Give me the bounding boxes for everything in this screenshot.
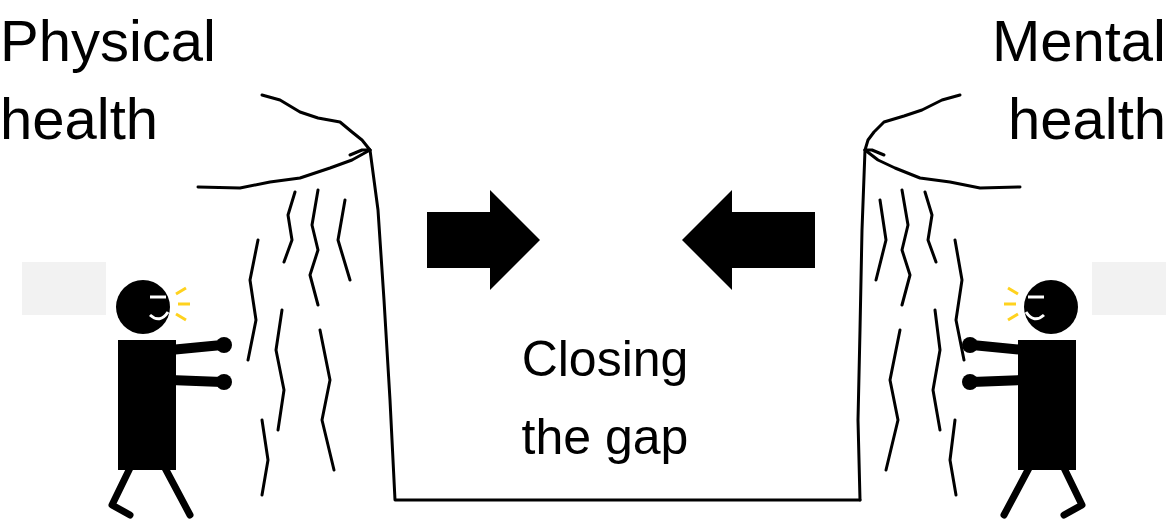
climber-figure [112,280,232,515]
block-arrow [682,190,815,290]
side-heading: Physical health [0,2,300,158]
right-cliff [858,95,1020,500]
grey-bar [22,262,106,315]
grey-bar [1092,262,1166,315]
center-caption: Closing the gap [490,320,720,476]
climber-figure [962,280,1082,515]
left-cliff [198,95,860,500]
side-heading: Mental health [866,2,1166,158]
block-arrow [427,190,540,290]
